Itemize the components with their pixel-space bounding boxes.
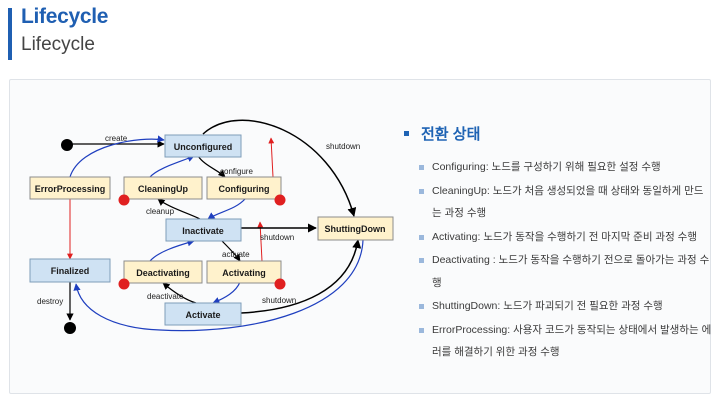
title-accent-bar [8,8,12,60]
svg-text:Activate: Activate [185,310,220,320]
label-deactivate: deactivate [147,292,184,301]
label-activate: activate [222,250,250,259]
state-configuring: Configuring [206,176,286,206]
page-subtitle: Lifecycle [21,34,95,55]
label-cleanup: cleanup [146,207,175,216]
error-marker [274,278,286,290]
label-shutdown-active: shutdown [262,296,296,305]
notes-list: Configuring: 노드를 구성하기 위해 필요한 설정 수행 Clean… [400,156,712,364]
error-marker [118,278,130,290]
edge-shutdown-active [240,239,362,314]
svg-text:ShuttingDown: ShuttingDown [325,224,386,234]
edge-deactivating-to-inactive [149,239,195,262]
edge-cleaningup-to-unconfigured [149,155,195,178]
svg-text:Unconfigured: Unconfigured [174,142,233,152]
list-item: ShuttingDown: 노드가 파괴되기 전 필요한 과정 수행 [400,295,712,318]
label-configure: configure [220,167,253,176]
state-activate: Activate [164,302,242,326]
state-errorprocessing: ErrorProcessing [29,176,111,200]
state-shuttingdown: ShuttingDown [317,216,394,241]
bullet-square-icon [419,258,424,263]
list-item: Deactivating : 노드가 동작을 수행하기 전으로 돌아가는 과정 … [400,249,712,294]
list-item: Activating: 노드가 동작을 수행하기 전 마지막 준비 과정 수행 [400,226,712,249]
edge-cleanup [157,198,201,220]
edge-activate [221,240,241,262]
list-item: Configuring: 노드를 구성하기 위해 필요한 설정 수행 [400,156,712,179]
svg-text:Deactivating: Deactivating [136,268,190,278]
heading-bullet-icon [404,131,409,136]
svg-text:Inactivate: Inactivate [182,226,224,236]
label-create: create [105,134,128,143]
svg-text:CleaningUp: CleaningUp [138,184,189,194]
state-inactivate: Inactivate [165,218,242,242]
bullet-square-icon [419,304,424,309]
state-finalized: Finalized [29,258,111,283]
svg-text:Finalized: Finalized [51,266,90,276]
state-cleaningup: CleaningUp [118,176,203,206]
edge-shutdown-unconfigured [202,119,357,217]
svg-text:Configuring: Configuring [219,184,270,194]
edge-errorprocessing-to-unconfigured [69,135,165,178]
state-unconfigured: Unconfigured [164,134,242,158]
bullet-square-icon [419,327,424,333]
list-item: CleaningUp: 노드가 처음 생성되었을 때 상태와 동일하게 만드는 … [400,180,712,225]
end-node [64,322,76,334]
edge-activating-to-active [212,281,241,304]
start-node [61,139,73,151]
page-title: Lifecycle [21,5,109,28]
svg-text:Activating: Activating [222,268,266,278]
error-marker [274,194,286,206]
edge-deactivate [162,282,197,304]
error-marker [118,194,130,206]
bullet-square-icon [419,165,424,170]
notes-heading: 전환 상태 [421,126,481,143]
edge-shuttingdown-to-finalized [73,239,364,332]
state-deactivating: Deactivating [118,260,203,290]
svg-text:ErrorProcessing: ErrorProcessing [35,184,106,194]
label-destroy: destroy [37,297,63,306]
label-shutdown-unconfigured: shutdown [326,142,360,151]
bullet-square-icon [419,234,424,240]
edge-configure [197,155,226,178]
transition-states-notes: 전환 상태 Configuring: 노드를 구성하기 위해 필요한 설정 수행… [400,123,712,365]
edge-configuring-to-inactive [207,198,246,220]
list-item: ErrorProcessing: 사용자 코드가 동작되는 상태에서 발생하는 … [400,319,712,364]
label-shutdown-inactive: shutdown [260,233,294,242]
state-activating: Activating [206,260,286,290]
edge-configuring-error [268,137,275,178]
bullet-square-icon [419,188,424,194]
